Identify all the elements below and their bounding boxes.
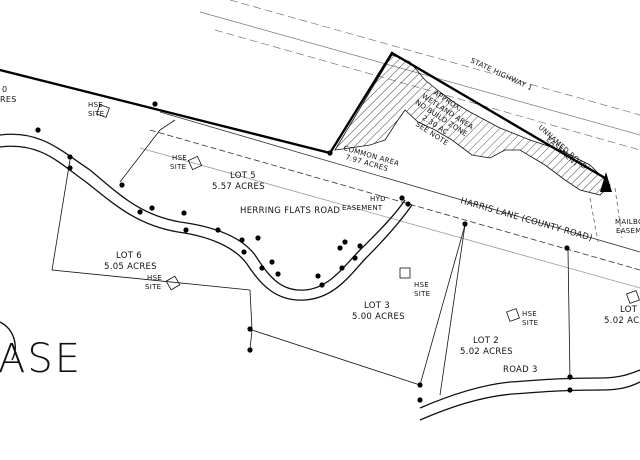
lot-3-label: LOT 3 bbox=[364, 301, 390, 311]
house-site-icon bbox=[399, 267, 411, 279]
harris-lane-road bbox=[139, 111, 640, 289]
mailbox-easement-label: EASEME bbox=[616, 227, 640, 235]
lot-10-acres: RES bbox=[0, 95, 17, 104]
north-arrow-icon bbox=[600, 172, 612, 192]
hse-site-label: HSE bbox=[147, 274, 162, 282]
wetland-no-build-zone bbox=[334, 54, 611, 196]
house-site-icon bbox=[187, 155, 203, 171]
hse-site-label: SITE bbox=[522, 319, 538, 327]
property-boundary bbox=[0, 51, 606, 180]
hse-site-label: SITE bbox=[170, 163, 186, 171]
hyd-easement-label: HYD bbox=[370, 195, 386, 203]
brand-logo-text: ASE bbox=[0, 336, 82, 382]
lot-1-label: LOT 1 bbox=[620, 305, 640, 315]
road-3 bbox=[419, 369, 640, 421]
road-3-label: ROAD 3 bbox=[503, 365, 538, 375]
house-site-icon bbox=[506, 308, 520, 322]
hse-site-label: HSE bbox=[522, 310, 537, 318]
lot-6-acres: 5.05 ACRES bbox=[104, 262, 157, 272]
lot-2-acres: 5.02 ACRES bbox=[460, 347, 513, 357]
lot-lines bbox=[51, 119, 571, 396]
mailbox-easement-label: MAILBO bbox=[615, 218, 640, 226]
herring-flats-road bbox=[0, 133, 413, 301]
house-site-markers bbox=[96, 104, 640, 322]
hse-site-label: HSE bbox=[172, 154, 187, 162]
lot-1-acres: 5.02 AC bbox=[604, 316, 639, 326]
hse-site-label: HSE bbox=[88, 101, 103, 109]
hyd-easement-label: EASEMENT bbox=[342, 204, 383, 212]
unnamed-road-easement bbox=[589, 187, 623, 243]
house-site-icon bbox=[626, 290, 640, 304]
hse-site-label: SITE bbox=[414, 290, 430, 298]
state-highway-label: STATE HIGHWAY 1 bbox=[469, 57, 534, 93]
lot-5-acres: 5.57 ACRES bbox=[212, 182, 265, 192]
harris-lane-label: HARRIS LANE (COUNTY ROAD) bbox=[459, 196, 593, 243]
herring-flats-road-label: HERRING FLATS ROAD bbox=[240, 206, 340, 216]
lot-5-label: LOT 5 bbox=[230, 171, 256, 181]
hse-site-label: HSE bbox=[414, 281, 429, 289]
hse-site-label: SITE bbox=[145, 283, 161, 291]
lot-3-acres: 5.00 ACRES bbox=[352, 312, 405, 322]
house-site-icon bbox=[96, 104, 110, 118]
lot-2-label: LOT 2 bbox=[473, 336, 499, 346]
lot-6-label: LOT 6 bbox=[116, 251, 142, 261]
logo-arc bbox=[0, 321, 16, 361]
house-site-icon bbox=[165, 275, 181, 291]
lot-10-label: 0 bbox=[2, 85, 7, 94]
hse-site-label: SITE bbox=[88, 110, 104, 118]
survey-monuments bbox=[35, 101, 573, 403]
